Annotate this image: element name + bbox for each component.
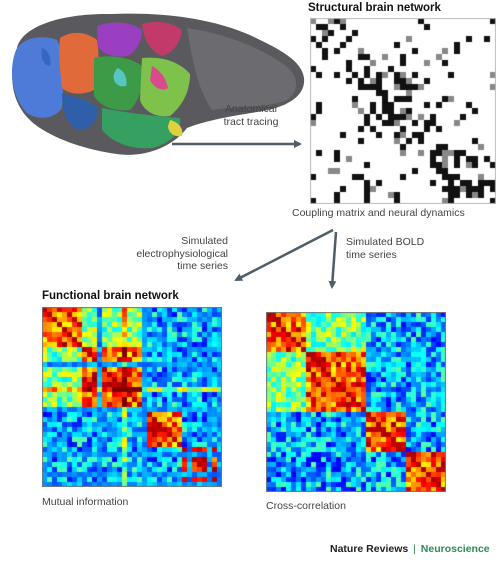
footer-publication: Nature Reviews <box>330 543 409 555</box>
footer-credit: Nature Reviews | Neuroscience <box>330 543 500 555</box>
mutual-information-matrix <box>42 307 222 487</box>
footer-journal: Neuroscience <box>420 543 490 555</box>
structural-caption: Coupling matrix and neural dynamics <box>292 207 465 219</box>
footer-separator: | <box>413 543 416 555</box>
cross-correlation-matrix <box>266 312 446 492</box>
anatomical-label: Anatomical tract tracing <box>223 103 279 128</box>
electro-label: Simulated electrophysiological time seri… <box>136 235 228 272</box>
cross-caption: Cross-correlation <box>266 500 346 512</box>
mutual-caption: Mutual information <box>42 496 129 508</box>
brain-illustration <box>11 13 305 155</box>
structural-network-title: Structural brain network <box>308 2 441 14</box>
arrow-to-mutual <box>234 228 334 282</box>
bold-label: Simulated BOLD time series <box>346 236 425 261</box>
structural-coupling-matrix <box>310 18 496 204</box>
arrow-to-cross <box>328 231 338 289</box>
functional-network-title: Functional brain network <box>42 290 179 302</box>
